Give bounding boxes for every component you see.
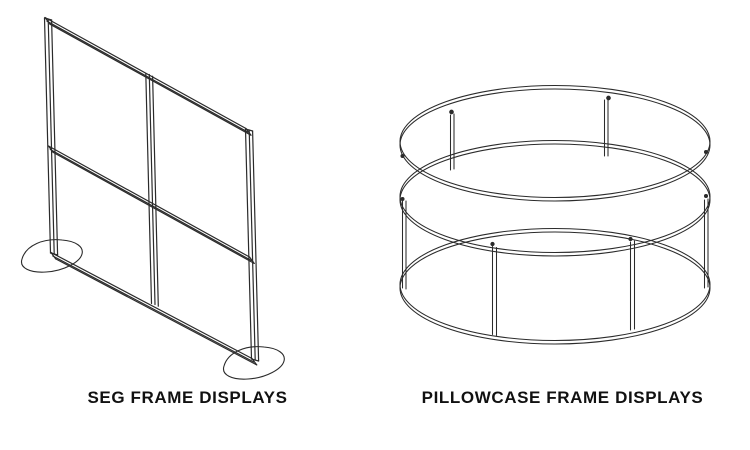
pillowcase-connector-left	[400, 153, 405, 202]
seg-frame-caption: SEG FRAME DISPLAYS	[87, 388, 288, 407]
pillowcase-post-upper-left	[449, 109, 455, 171]
product-card-seg-frame-displays[interactable]: SEG FRAME DISPLAYS	[0, 0, 375, 450]
pillowcase-frame-illustration	[375, 0, 750, 385]
pillowcase-connector-right	[703, 149, 709, 199]
product-card-pillowcase-frame-displays[interactable]: PILLOWCASE FRAME DISPLAYS	[375, 0, 750, 450]
seg-post-left	[43, 17, 59, 256]
seg-post-right	[244, 128, 260, 362]
pillowcase-ring-bottom	[399, 227, 711, 345]
seg-frame-svg	[20, 16, 285, 380]
pillowcase-post-lower-right	[628, 236, 636, 331]
seg-rail-top	[44, 16, 252, 136]
pillowcase-post-lower-left	[490, 241, 498, 337]
seg-foot-right	[222, 346, 285, 380]
pillowcase-frame-caption: PILLOWCASE FRAME DISPLAYS	[421, 388, 704, 407]
seg-divider-vertical	[145, 72, 159, 307]
seg-foot-left	[20, 239, 83, 273]
pillowcase-post-upper-right	[603, 95, 611, 157]
pillowcase-ring-top	[399, 84, 711, 202]
pillowcase-post-lower-far-right	[703, 198, 709, 289]
pillowcase-ring-middle	[399, 139, 711, 257]
pillowcase-frame-svg	[399, 84, 711, 345]
pillowcase-post-lower-far-left	[401, 199, 407, 290]
seg-frame-illustration	[0, 0, 375, 385]
seg-rail-bottom	[50, 251, 258, 366]
